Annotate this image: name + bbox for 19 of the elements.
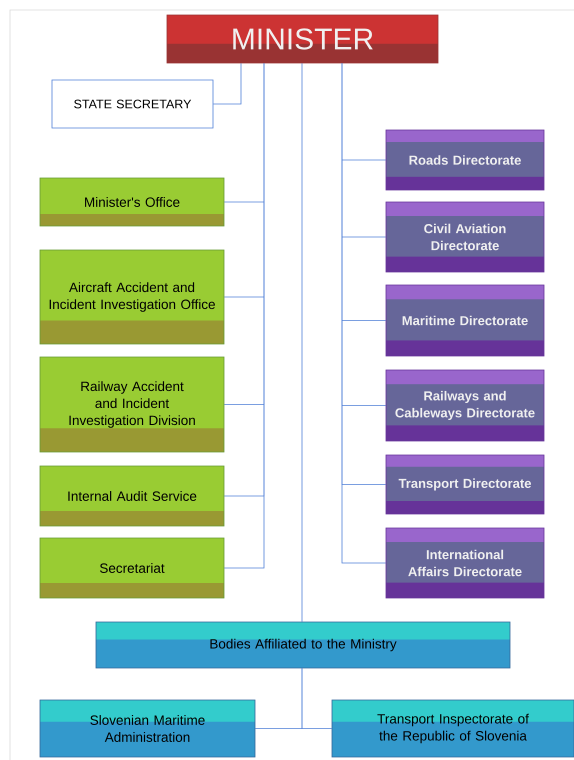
connector-line bbox=[213, 63, 242, 104]
directorate-box: Civil Aviation Directorate bbox=[386, 202, 544, 272]
office-box: Secretariat bbox=[40, 538, 224, 598]
minister-box: MINISTER bbox=[166, 14, 438, 64]
office-box: Internal Audit Service bbox=[40, 466, 224, 526]
secretary-box: STATE SECRETARY bbox=[52, 80, 214, 128]
directorate-box: Roads Directorate bbox=[386, 130, 544, 190]
connector-line bbox=[302, 668, 332, 729]
body-box: Bodies Affiliated to the Ministry bbox=[96, 622, 510, 668]
directorate-box: Transport Directorate bbox=[386, 454, 544, 514]
body-box: Transport Inspectorate of the Republic of Slovenia bbox=[332, 700, 574, 758]
office-box: Aircraft Accident and Incident Investigation Office bbox=[40, 250, 224, 344]
directorate-box: Maritime Directorate bbox=[386, 284, 544, 356]
body-box: Slovenian Maritime Administration bbox=[40, 700, 256, 758]
directorate-box: International Affairs Directorate bbox=[386, 528, 544, 598]
office-box: Minister's Office bbox=[40, 178, 224, 226]
directorate-box: Railways and Cableways Directorate bbox=[386, 370, 544, 442]
office-box: Railway Accident and Incident Investigation Division bbox=[40, 356, 224, 452]
connector-line bbox=[342, 63, 386, 564]
